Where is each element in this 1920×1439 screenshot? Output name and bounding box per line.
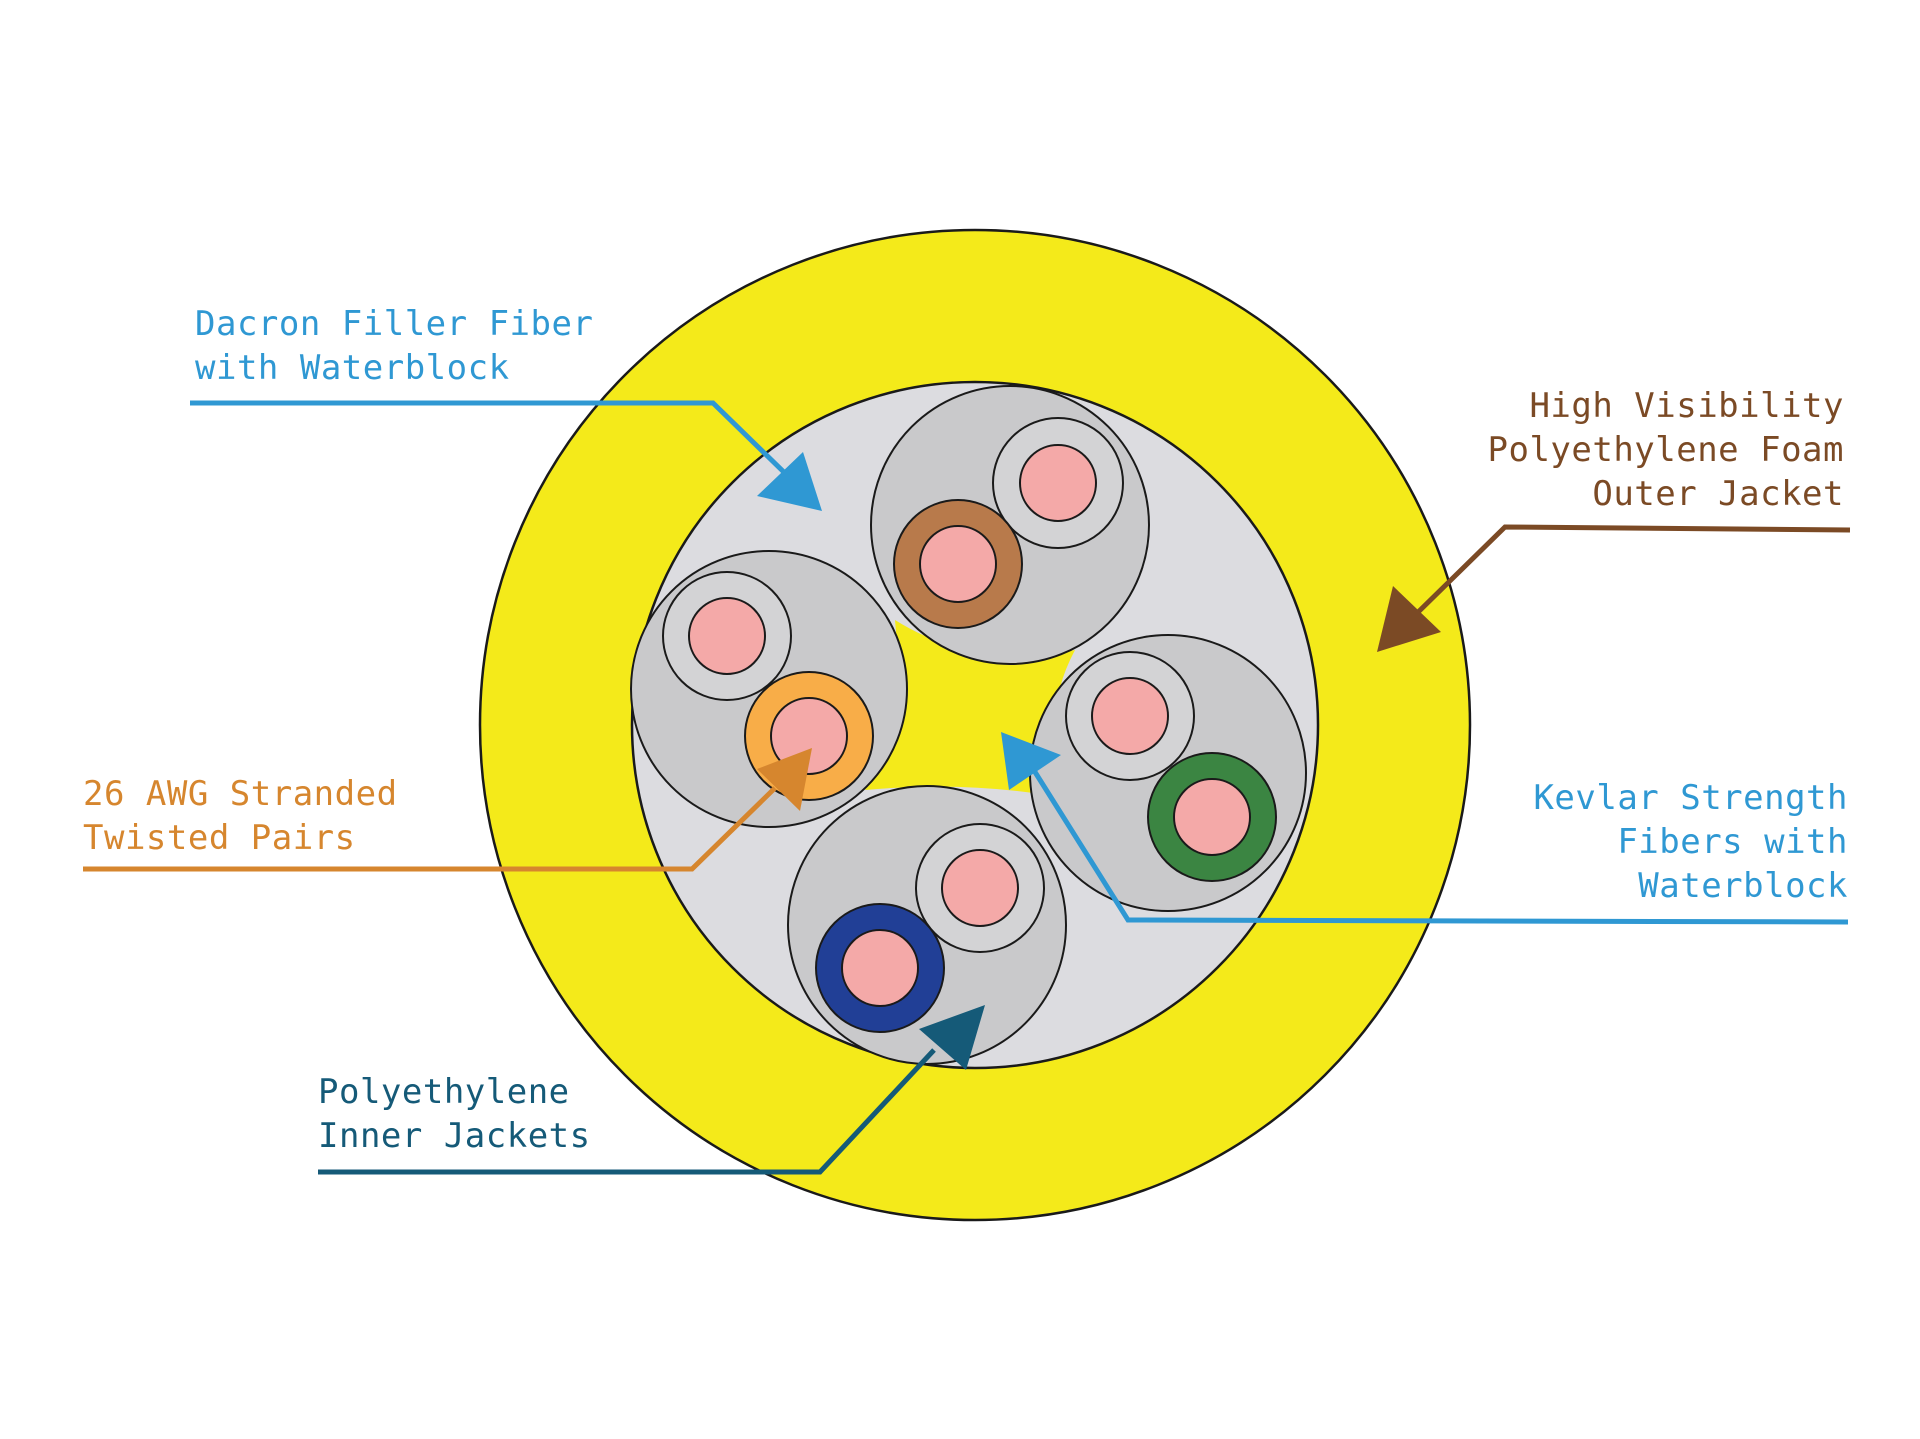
conductor (919, 525, 997, 603)
conductor (688, 597, 766, 675)
leader-outer-jacket (1377, 524, 1851, 652)
twisted-pair-left (630, 550, 908, 828)
twisted-pair-bottom (787, 785, 1067, 1065)
leader-twisted-pairs (83, 748, 812, 872)
label-line: 26 AWG Stranded (83, 774, 398, 814)
label-line: with Waterblock (195, 348, 510, 388)
label-line: Outer Jacket (1592, 474, 1844, 514)
label-line: Fibers with (1617, 822, 1848, 862)
label-line: Polyethylene (318, 1072, 570, 1112)
label-line: Polyethylene Foam (1487, 430, 1844, 470)
conductor (1173, 778, 1251, 856)
label-line: Dacron Filler Fiber (195, 304, 594, 344)
twisted-pair-right (1029, 634, 1307, 912)
label-line: Inner Jackets (318, 1116, 591, 1156)
twisted-pair-top (870, 385, 1150, 665)
label-dacron: Dacron Filler Fiber with Waterblock (195, 302, 593, 390)
label-outer-jacket: High Visibility Polyethylene Foam Outer … (1488, 384, 1845, 516)
conductor (1019, 444, 1097, 522)
label-line: Twisted Pairs (83, 818, 356, 858)
conductor (941, 849, 1019, 927)
leader-inner-jackets (318, 1005, 985, 1175)
label-twisted-pairs: 26 AWG Stranded Twisted Pairs (83, 772, 398, 860)
label-inner-jackets: Polyethylene Inner Jackets (318, 1070, 591, 1158)
conductor (1091, 677, 1169, 755)
conductor (841, 929, 919, 1007)
leader-kevlar (1001, 732, 1849, 925)
label-kevlar: Kevlar Strength Fibers with Waterblock (1533, 776, 1848, 908)
label-line: Waterblock (1638, 866, 1848, 906)
conductor (770, 697, 848, 775)
leader-dacron (190, 400, 822, 511)
label-line: High Visibility (1529, 386, 1844, 426)
label-line: Kevlar Strength (1533, 778, 1848, 818)
